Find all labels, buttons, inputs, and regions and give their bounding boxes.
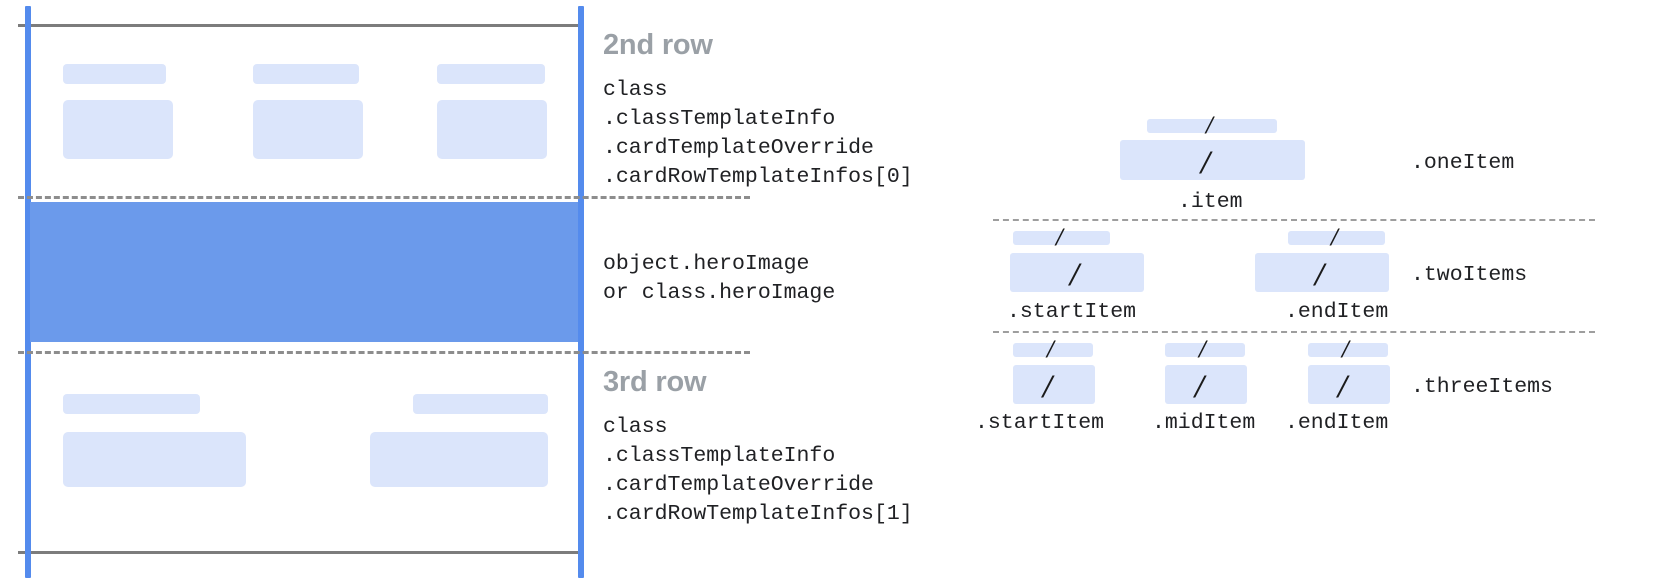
two-items-start-value-box bbox=[1010, 253, 1144, 292]
hero-row3-divider bbox=[18, 351, 750, 354]
three-items-start-value-slash: / bbox=[1043, 369, 1053, 405]
row2-label-chip-1 bbox=[63, 64, 166, 84]
three-items-mid-value-box bbox=[1165, 365, 1247, 404]
hero-code-line-1: object.heroImage bbox=[603, 252, 810, 276]
row3-label-chip-1 bbox=[63, 394, 200, 414]
card-top-border bbox=[18, 24, 583, 27]
row2-value-chip-3 bbox=[437, 100, 547, 159]
two-items-start-slot-label: .startItem bbox=[1007, 300, 1137, 324]
three-items-mid-label-box bbox=[1165, 343, 1245, 357]
two-items-end-slot-label: .endItem bbox=[1285, 300, 1389, 324]
card-mockup bbox=[0, 0, 750, 584]
row2-code-line-2: .classTemplateInfo bbox=[603, 107, 836, 131]
three-items-mid-slot-label: .midItem bbox=[1152, 411, 1256, 435]
row3-annotation: 3rd row class .classTemplateInfo .cardTe… bbox=[603, 368, 913, 529]
one-two-divider bbox=[993, 219, 1595, 221]
row3-code-line-2: .classTemplateInfo bbox=[603, 444, 836, 468]
three-items-start-slot-label: .startItem bbox=[975, 411, 1105, 435]
row2-code-line-4: .cardRowTemplateInfos[0] bbox=[603, 165, 913, 189]
row2-code-line-1: class bbox=[603, 78, 668, 102]
one-item-slot-label: .item bbox=[1178, 190, 1243, 214]
row3-code-line-3: .cardTemplateOverride bbox=[603, 473, 874, 497]
two-three-divider bbox=[993, 331, 1595, 333]
item-layout-diagram: / / .item .oneItem / / .startItem / / .e… bbox=[955, 0, 1676, 584]
two-items-start-label-slash: / bbox=[1056, 224, 1063, 251]
three-items-end-label-slash: / bbox=[1342, 336, 1349, 363]
three-items-mid-value-slash: / bbox=[1195, 369, 1205, 405]
three-items-end-value-slash: / bbox=[1338, 369, 1348, 405]
row2-value-chip-1 bbox=[63, 100, 173, 159]
two-items-start-value-slash: / bbox=[1070, 257, 1080, 293]
row2-code-line-3: .cardTemplateOverride bbox=[603, 136, 874, 160]
three-items-mid-label-slash: / bbox=[1199, 336, 1206, 363]
three-items-end-value-box bbox=[1308, 365, 1390, 404]
row2-label-chip-2 bbox=[253, 64, 359, 84]
three-items-end-label-box bbox=[1308, 343, 1388, 357]
three-items-end-slot-label: .endItem bbox=[1285, 411, 1389, 435]
hero-code-line-2: or class.heroImage bbox=[603, 281, 836, 305]
row2-heading: 2nd row bbox=[603, 29, 713, 61]
card-right-edge bbox=[578, 6, 584, 578]
hero-image-band bbox=[30, 202, 578, 342]
row3-heading: 3rd row bbox=[603, 366, 707, 398]
three-items-start-label-slash: / bbox=[1047, 336, 1054, 363]
row3-label-chip-2 bbox=[413, 394, 548, 414]
two-items-end-value-box bbox=[1255, 253, 1389, 292]
row3-code-line-1: class bbox=[603, 415, 668, 439]
row3-value-chip-1 bbox=[63, 432, 246, 487]
hero-annotation: object.heroImage or class.heroImage bbox=[603, 250, 835, 308]
two-items-start-label-box bbox=[1013, 231, 1110, 245]
three-items-start-label-box bbox=[1013, 343, 1093, 357]
row2-hero-divider bbox=[18, 196, 750, 199]
row2-label-chip-3 bbox=[437, 64, 545, 84]
one-item-label-box bbox=[1147, 119, 1277, 133]
two-items-end-value-slash: / bbox=[1315, 257, 1325, 293]
row3-value-chip-2 bbox=[370, 432, 548, 487]
three-items-start-value-box bbox=[1013, 365, 1095, 404]
two-items-layout-name: .twoItems bbox=[1411, 263, 1528, 287]
row2-value-chip-2 bbox=[253, 100, 363, 159]
one-item-layout-name: .oneItem bbox=[1411, 151, 1515, 175]
card-bottom-border bbox=[18, 551, 583, 554]
row2-annotation: 2nd row class .classTemplateInfo .cardTe… bbox=[603, 31, 913, 192]
three-items-layout-name: .threeItems bbox=[1411, 375, 1553, 399]
card-left-edge bbox=[25, 6, 31, 578]
row3-code-line-4: .cardRowTemplateInfos[1] bbox=[603, 502, 913, 526]
one-item-label-slash: / bbox=[1206, 112, 1213, 139]
one-item-value-slash: / bbox=[1201, 145, 1211, 181]
two-items-end-label-box bbox=[1288, 231, 1385, 245]
one-item-value-box bbox=[1120, 140, 1305, 180]
two-items-end-label-slash: / bbox=[1331, 224, 1338, 251]
